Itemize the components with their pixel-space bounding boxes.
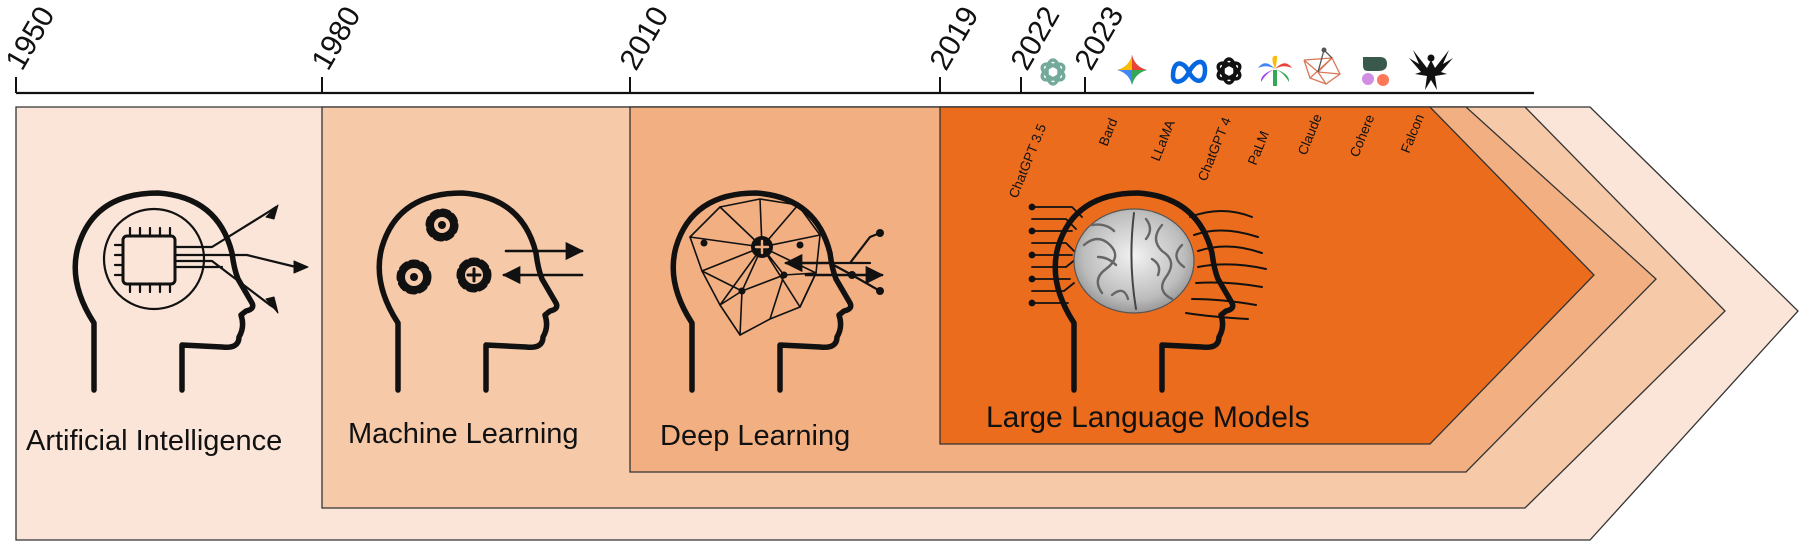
head-gears-icon [376,190,584,393]
year-label-1980: 1980 [305,1,367,75]
era-label-machine-learning: Machine Learning [348,418,579,450]
gear-icon [456,257,492,293]
head-network-icon [670,190,884,393]
year-label-2019: 2019 [923,1,985,75]
gear-icon [396,259,432,295]
claude-logo-icon [1303,47,1341,85]
head-brain-icon [1028,190,1267,393]
era-label-artificial-intelligence: Artificial Intelligence [26,425,282,457]
gear-icon [425,208,459,242]
openai-logo-icon [1040,58,1066,86]
brain-icon [1073,208,1195,314]
era-band-llm [939,106,1595,445]
falcon-logo-icon [1409,50,1453,90]
era-label-large-language-models: Large Language Models [986,401,1310,434]
openai-logo-icon [1216,57,1242,85]
meta-logo-icon [1170,59,1208,84]
cohere-logo-icon [1362,57,1389,86]
year-label-1950: 1950 [0,1,61,75]
palm-logo-icon [1258,55,1292,86]
year-label-2010: 2010 [613,1,675,75]
timeline: 1950 1980 2010 2019 2022 2023 [0,1,1534,95]
bard-logo-icon [1117,55,1147,85]
circuit-lines [1028,203,1083,307]
year-label-2023: 2023 [1068,1,1130,75]
head-chip-icon [72,190,309,393]
era-label-deep-learning: Deep Learning [660,420,850,452]
